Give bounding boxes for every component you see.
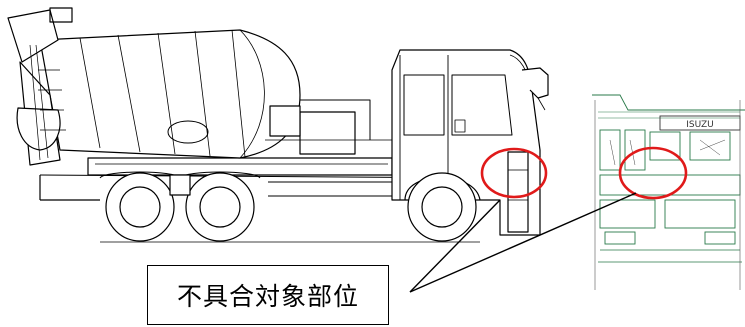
callout-label: 不具合対象部位 bbox=[176, 282, 359, 311]
front-badge-text: ISUZU bbox=[686, 120, 714, 130]
highlight-circle-front bbox=[618, 146, 688, 200]
mixer-truck-side-view bbox=[7, 7, 549, 243]
callout-leader-lines bbox=[409, 192, 637, 293]
truck-front-grille-closeup bbox=[592, 94, 745, 290]
highlight-circle-side bbox=[480, 147, 548, 199]
callout-label-box: 不具合対象部位 bbox=[147, 265, 389, 325]
